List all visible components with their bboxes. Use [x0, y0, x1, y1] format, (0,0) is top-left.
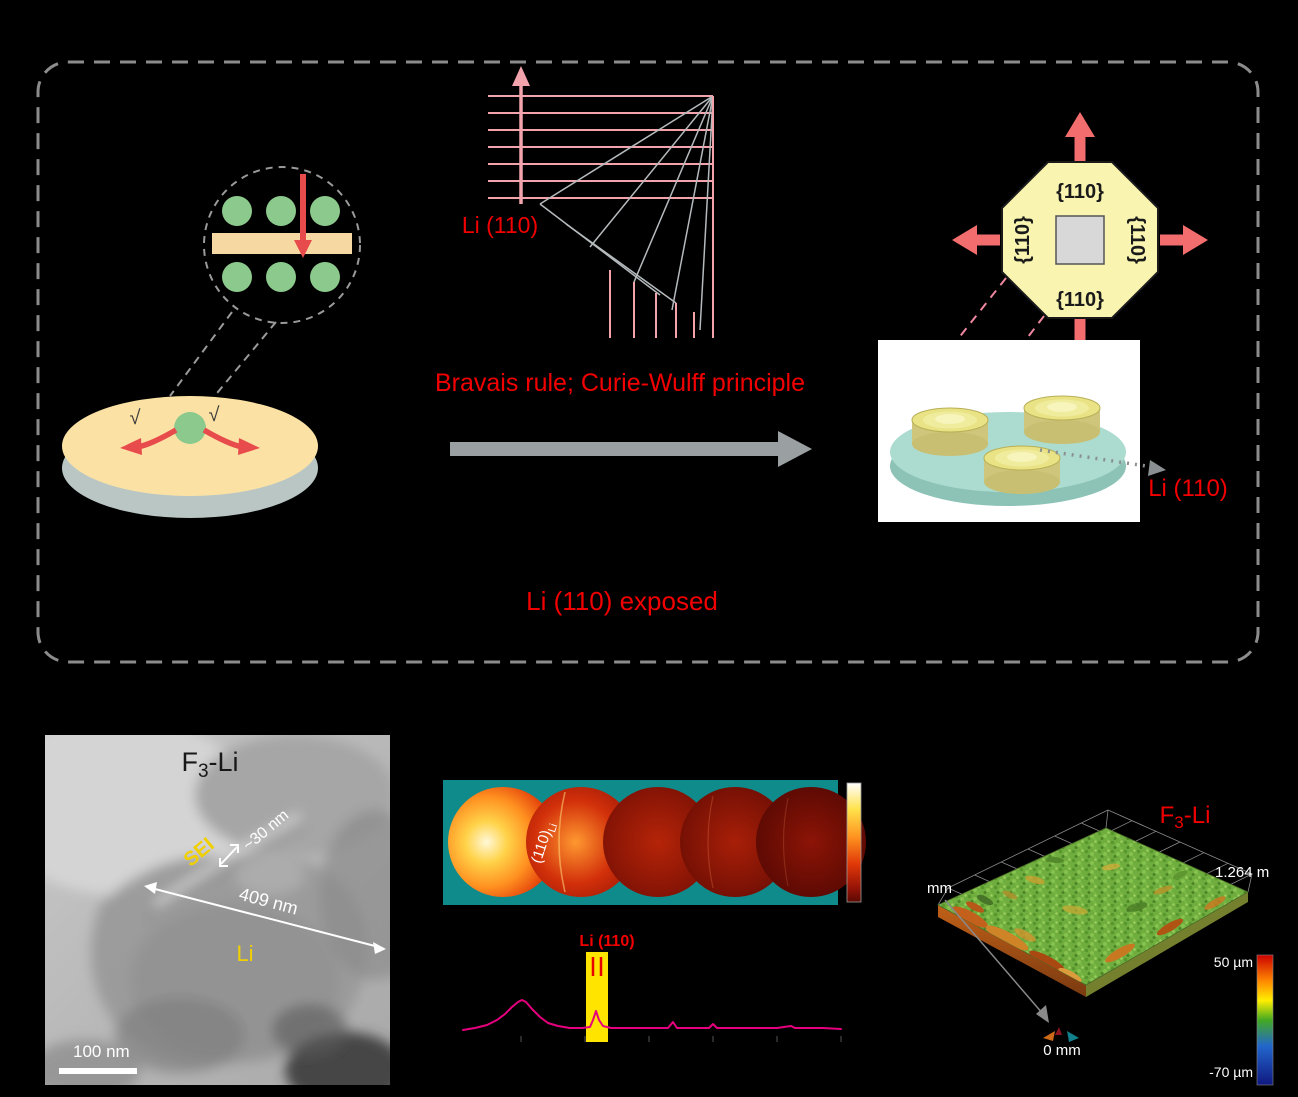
axis-mm-label: mm [927, 880, 952, 897]
scalebar [59, 1068, 137, 1074]
rule-caption: Bravais rule; Curie-Wulff principle [435, 369, 805, 397]
nucleus [174, 412, 206, 444]
li-disc [911, 407, 989, 456]
atoms [222, 196, 340, 292]
profile-title: F3-Li [1160, 802, 1211, 832]
octagon-arrow-up-icon [1065, 112, 1095, 162]
deposition-arrow-icon [294, 174, 312, 258]
axis-ticks [520, 1036, 842, 1042]
diffraction-spot [680, 787, 790, 897]
facet-label-bottom: {110} [1056, 289, 1104, 311]
xrd-curve [462, 999, 842, 1031]
intensity-colorbar [846, 782, 862, 903]
octagon-arrow-right-icon [1160, 225, 1208, 255]
tem-image [45, 735, 390, 1085]
peak-label: Li (110) [579, 933, 634, 950]
growth-arrow-left-icon [120, 427, 178, 455]
diffraction-spot [603, 787, 713, 897]
pdf-card-ticks [591, 957, 603, 976]
diffraction-ring [782, 797, 789, 887]
facet-label-top: {110} [1056, 181, 1104, 203]
exposed-caption: Li (110) exposed [526, 586, 718, 616]
check-left: √ [130, 407, 141, 429]
product-panel [878, 340, 1166, 522]
length-label: 1.264 m [1215, 864, 1269, 881]
check-right: √ [209, 404, 220, 426]
height-colorbar [1256, 954, 1274, 1086]
growth-arrow-right-icon [202, 427, 260, 455]
lattice-lines-vertical [609, 96, 714, 338]
lattice-lines-horizontal [488, 95, 713, 199]
particle-size-arrow-icon [144, 882, 386, 954]
surface-mesh [937, 827, 1249, 997]
facet-label-right: {110} [1126, 216, 1148, 264]
zoom-dashed-line [169, 311, 233, 397]
diffraction-spot [526, 787, 636, 897]
li110-direction-arrow-icon [1039, 448, 1166, 476]
diffraction-spots [448, 787, 866, 897]
octagon-core [1055, 215, 1105, 265]
zoom-circle [203, 166, 361, 324]
li110-axis-arrow-icon [512, 66, 530, 204]
atomic-inset [169, 166, 361, 405]
pdf-card-band [586, 952, 608, 1042]
li110-axis-label: Li (110) [462, 212, 538, 238]
sei-arrow-icon [219, 844, 239, 867]
li-disc [983, 445, 1061, 494]
dashed-border [36, 60, 1260, 664]
surface-texture [952, 856, 1226, 983]
process-arrow-icon [450, 431, 812, 467]
diffraction-spot [756, 787, 866, 897]
scheme-panel: √ √ [36, 60, 1260, 664]
octagon-arrow-left-icon [952, 225, 1000, 255]
scale-min-label: -70 µm [1209, 1064, 1253, 1080]
wulff-rays [539, 95, 714, 331]
xrd2d-panel: (110)Li [443, 780, 866, 905]
axis-arrow-icon [944, 899, 1049, 1023]
zoom-dashed-line [207, 321, 277, 405]
substrate-disk: √ √ [62, 396, 318, 518]
diffraction-spot [448, 787, 558, 897]
li-label: Li [236, 941, 253, 966]
li110-direction-label: Li (110) [1148, 475, 1228, 502]
profile-panel: F3-Li [927, 802, 1274, 1086]
disk-top [62, 396, 318, 496]
tem-panel: F3-Li SEI ~30 nm 409 nm Li 100 nm [45, 735, 390, 1085]
crystal-octagon: {110} {110} {110} {110} [952, 112, 1208, 368]
bravais-construction: Li (110) [462, 66, 714, 338]
scale-max-label: 50 µm [1214, 954, 1253, 970]
surface-right-wall [1086, 892, 1248, 997]
axis-triad-icon [1043, 1027, 1079, 1042]
origin-label: 0 mm [1043, 1042, 1081, 1059]
li-disc [1023, 395, 1101, 444]
scalebar-label: 100 nm [73, 1042, 130, 1061]
facet-label-left: {110} [1012, 216, 1034, 264]
surface-front-wall [938, 905, 1086, 997]
substrate-slab [212, 233, 352, 254]
diffraction-ring [707, 795, 714, 889]
tem-title: F3-Li [181, 747, 238, 782]
diffraction-ring [558, 791, 566, 893]
xrd1d-panel: Li (110) [462, 933, 842, 1042]
